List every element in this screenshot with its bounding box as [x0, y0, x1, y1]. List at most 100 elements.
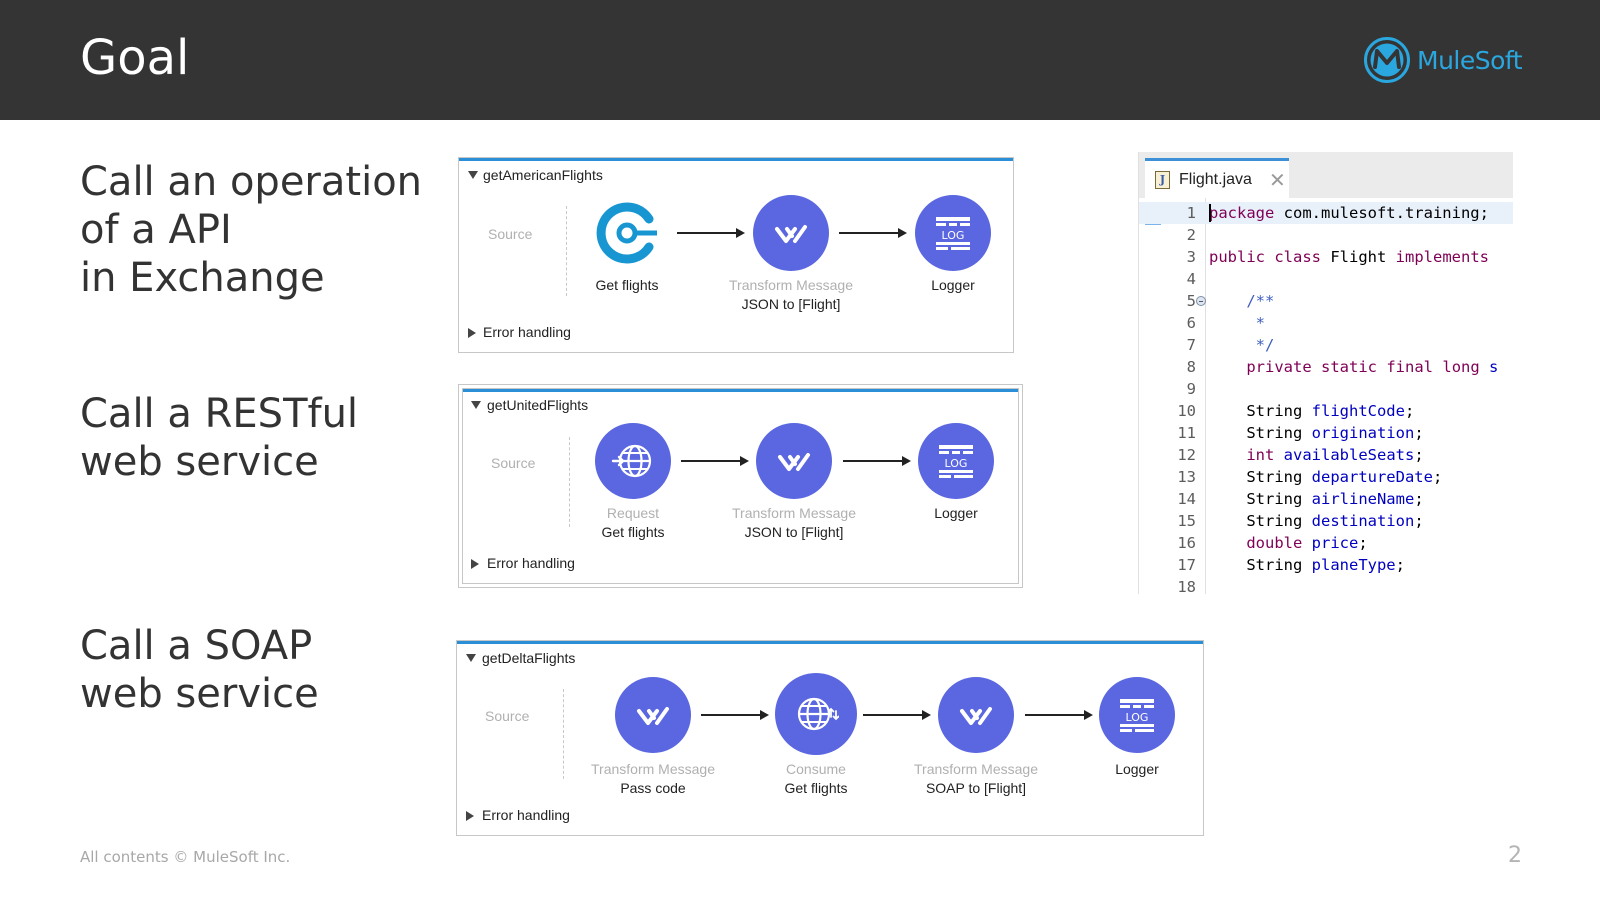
close-icon[interactable]: ✕: [1269, 168, 1286, 192]
error-handling-toggle[interactable]: Error handling: [487, 555, 575, 571]
code-text: String origination;: [1209, 424, 1424, 442]
transform-icon: [637, 707, 669, 725]
line-number: 16: [1177, 534, 1196, 552]
line-number: 1: [1186, 204, 1196, 222]
flow-name[interactable]: getAmericanFlights: [483, 167, 603, 183]
line-number: 3: [1186, 248, 1196, 266]
code-line: 17 String planeType;: [1139, 554, 1513, 576]
collapse-arrow-icon[interactable]: [471, 401, 481, 409]
editor-tab-label: Flight.java: [1179, 171, 1252, 188]
heading-line: web service: [80, 671, 319, 717]
component-caption: Get flights: [542, 276, 712, 295]
api-connector-icon: [596, 202, 657, 264]
code-line: 13 String departureDate;: [1139, 466, 1513, 488]
component-caption: Logger: [1052, 760, 1222, 779]
flow-component[interactable]: LOG: [915, 195, 991, 271]
flow-component[interactable]: [938, 677, 1014, 753]
component-type: Consume: [786, 761, 846, 777]
collapse-arrow-icon[interactable]: [466, 654, 476, 662]
flow-component[interactable]: [775, 673, 857, 755]
flow-arrow: [701, 710, 769, 720]
flow-arrow: [1025, 710, 1093, 720]
fold-toggle-icon[interactable]: [1196, 296, 1206, 306]
code-line: 3 public class Flight implements: [1139, 246, 1513, 268]
svg-text:LOG: LOG: [942, 229, 965, 242]
code-text: double price;: [1246, 534, 1368, 552]
flow-component[interactable]: [756, 423, 832, 499]
editor-tab-flight-java[interactable]: J Flight.java ✕: [1145, 158, 1289, 198]
source-drop-zone[interactable]: Source: [491, 455, 536, 471]
flow-component[interactable]: [615, 677, 691, 753]
line-number: 15: [1177, 512, 1196, 530]
text-caret: [1209, 204, 1211, 222]
component-label: Logger: [1115, 761, 1159, 777]
heading-line: Call a SOAP: [80, 623, 313, 669]
expand-arrow-icon[interactable]: [466, 811, 474, 821]
flow-component[interactable]: LOG: [918, 423, 994, 499]
flow-component[interactable]: [589, 195, 665, 271]
code-line: 12 int availableSeats;: [1139, 444, 1513, 466]
component-type: Transform Message: [732, 505, 856, 521]
http-request-icon: [611, 444, 652, 478]
section-heading-restful: Call a RESTful web service: [80, 390, 358, 486]
component-caption: Logger: [871, 504, 1041, 523]
flow-accent-bar: [463, 389, 1018, 392]
heading-line: in Exchange: [80, 255, 325, 301]
code-text: *: [1209, 314, 1265, 332]
mulesoft-logo-icon: [1364, 37, 1410, 83]
flow-accent-bar: [457, 641, 1203, 644]
code-text: String destination;: [1209, 512, 1424, 530]
code-text: String departureDate;: [1209, 468, 1443, 486]
expand-arrow-icon[interactable]: [471, 559, 479, 569]
flow-arrow: [681, 456, 749, 466]
expand-arrow-icon[interactable]: [468, 328, 476, 338]
source-drop-zone[interactable]: Source: [485, 708, 530, 724]
line-number: 6: [1186, 314, 1196, 332]
code-line: 8 private static final long s: [1139, 356, 1513, 378]
line-number: 8: [1186, 358, 1196, 376]
component-caption: Transform Message SOAP to [Flight]: [891, 760, 1061, 798]
error-handling-toggle[interactable]: Error handling: [483, 324, 571, 340]
heading-line: Call an operation: [80, 159, 423, 205]
collapse-arrow-icon[interactable]: [468, 171, 478, 179]
code-text: */: [1209, 336, 1275, 354]
code-line: 6 *: [1139, 312, 1513, 334]
component-caption: Transform Message Pass code: [568, 760, 738, 798]
code-text: private static final long s: [1246, 358, 1499, 376]
component-label: Pass code: [620, 780, 686, 796]
line-number: 14: [1177, 490, 1196, 508]
code-line: 18: [1139, 576, 1513, 594]
line-number: 18: [1177, 578, 1196, 594]
component-type: Transform Message: [914, 761, 1038, 777]
component-type: Transform Message: [729, 277, 853, 293]
source-drop-zone[interactable]: Source: [488, 226, 533, 242]
error-handling-toggle[interactable]: Error handling: [482, 807, 570, 823]
component-label: Get flights: [595, 277, 659, 293]
code-text: public class Flight implements: [1209, 248, 1489, 266]
slide-header: Goal MuleSoft: [0, 0, 1600, 120]
code-line: 14 String airlineName;: [1139, 488, 1513, 510]
code-line: 4: [1139, 268, 1513, 290]
brand-name: MuleSoft: [1417, 45, 1523, 75]
flow-component[interactable]: [595, 423, 671, 499]
line-number: 10: [1177, 402, 1196, 420]
line-number: 12: [1177, 446, 1196, 464]
component-caption: Transform Message JSON to [Flight]: [706, 276, 876, 314]
component-caption: Request Get flights: [548, 504, 718, 542]
code-line: 5 /**: [1139, 290, 1513, 312]
flow-component[interactable]: LOG: [1099, 677, 1175, 753]
flow-component[interactable]: [753, 195, 829, 271]
line-number: 17: [1177, 556, 1196, 574]
code-line: 7 */: [1139, 334, 1513, 356]
component-label: JSON to [Flight]: [744, 524, 844, 540]
flow-name[interactable]: getUnitedFlights: [487, 397, 589, 413]
gutter-divider: [1205, 198, 1206, 594]
source-divider: [563, 689, 564, 779]
java-file-icon: J: [1155, 171, 1170, 189]
flow-name[interactable]: getDeltaFlights: [482, 650, 576, 666]
slide-title: Goal: [80, 30, 190, 86]
page-number: 2: [1508, 843, 1522, 868]
line-number: 7: [1186, 336, 1196, 354]
svg-text:LOG: LOG: [1126, 711, 1149, 724]
